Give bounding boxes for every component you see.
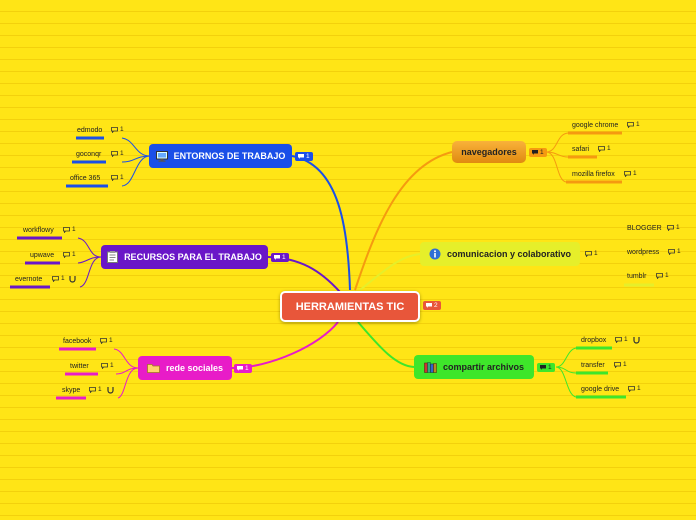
link-icon[interactable]	[633, 336, 640, 344]
leaf-goconqr[interactable]: goconqr	[76, 151, 102, 158]
evernote-comment-badge[interactable]: 1	[52, 275, 65, 282]
central-topic[interactable]: HERRAMIENTAS TIC	[280, 291, 420, 322]
dropbox-comment-badge[interactable]: 1	[615, 336, 628, 343]
leaf-google-drive[interactable]: google drive	[581, 386, 620, 393]
comment-icon	[426, 303, 432, 308]
recursos-comment-badge[interactable]: 1	[271, 253, 289, 262]
blogger-comment-badge[interactable]: 1	[667, 224, 680, 231]
comment-icon	[89, 386, 96, 393]
twitter-comment-badge[interactable]: 1	[101, 362, 114, 369]
leaf-blogger[interactable]: BLOGGER	[627, 225, 662, 232]
workflowy-comment-badge[interactable]: 1	[63, 226, 76, 233]
comment-icon	[63, 226, 70, 233]
comment-icon	[598, 145, 605, 152]
leaf-facebook[interactable]: facebook	[63, 338, 92, 345]
comunicacion-comment-badge[interactable]: 1	[585, 250, 598, 257]
comment-icon	[624, 170, 631, 177]
navegadores-comment-badge[interactable]: 1	[529, 148, 547, 157]
link-icon[interactable]	[107, 386, 114, 394]
comment-icon	[667, 224, 674, 231]
skype-comment-badge[interactable]: 1	[89, 386, 102, 393]
wordpress-comment-badge[interactable]: 1	[668, 248, 681, 255]
comment-icon	[111, 174, 118, 181]
compartir-comment-badge[interactable]: 1	[537, 363, 555, 372]
comment-icon	[540, 365, 546, 370]
branch-compartir-archivos[interactable]: compartir archivos	[414, 355, 534, 379]
leaf-dropbox[interactable]: dropbox	[581, 337, 607, 344]
leaf-edmodo[interactable]: edmodo	[77, 127, 103, 134]
branch-comunicacion-y-colaborativo[interactable]: comunicacion y colaborativo	[420, 242, 580, 266]
branch-recursos-para-el-trabajo[interactable]: RECURSOS PARA EL TRABAJO	[101, 245, 268, 269]
facebook-comment-badge[interactable]: 1	[100, 337, 113, 344]
folder-icon	[147, 363, 160, 373]
safari-comment-badge[interactable]: 1	[598, 145, 611, 152]
comment-icon	[628, 385, 635, 392]
leaf-tumblr[interactable]: tumblr	[627, 273, 647, 280]
leaf-office-365[interactable]: office 365	[70, 175, 101, 182]
books-icon	[424, 361, 437, 373]
goconqr-comment-badge[interactable]: 1	[111, 150, 124, 157]
leaf-evernote[interactable]: evernote	[15, 276, 43, 283]
leaf-wordpress[interactable]: wordpress	[627, 249, 660, 256]
leaf-upwave[interactable]: upwave	[30, 252, 55, 259]
comment-icon	[100, 337, 107, 344]
leaf-safari[interactable]: safari	[572, 146, 590, 153]
leaf-twitter[interactable]: twitter	[70, 363, 89, 370]
upwave-comment-badge[interactable]: 1	[63, 251, 76, 258]
comment-icon	[627, 121, 634, 128]
tumblr-comment-badge[interactable]: 1	[656, 272, 669, 279]
comment-icon	[237, 366, 243, 371]
comment-icon	[63, 251, 70, 258]
office-365-comment-badge[interactable]: 1	[111, 174, 124, 181]
comment-icon	[668, 248, 675, 255]
comment-icon	[52, 275, 59, 282]
mozilla-firefox-comment-badge[interactable]: 1	[624, 170, 637, 177]
comment-icon	[585, 250, 592, 257]
leaf-workflowy[interactable]: workflowy	[23, 227, 54, 234]
leaf-mozilla-firefox[interactable]: mozilla firefox	[572, 171, 615, 178]
link-icon[interactable]	[69, 275, 76, 283]
info-icon	[429, 248, 441, 260]
branch-entornos-de-trabajo[interactable]: ENTORNOS DE TRABAJO	[149, 144, 292, 168]
comment-icon	[111, 126, 118, 133]
comment-icon	[532, 150, 538, 155]
comment-icon	[274, 255, 280, 260]
comment-icon	[656, 272, 663, 279]
notepad-icon	[107, 251, 119, 263]
branch-rede-sociales[interactable]: rede sociales	[138, 356, 232, 380]
leaf-skype[interactable]: skype	[62, 387, 81, 394]
redes-comment-badge[interactable]: 1	[234, 364, 252, 373]
entornos-comment-badge[interactable]: 1	[295, 152, 313, 161]
edmodo-comment-badge[interactable]: 1	[111, 126, 124, 133]
google-chrome-comment-badge[interactable]: 1	[627, 121, 640, 128]
comment-icon	[298, 154, 304, 159]
monitor-icon	[155, 150, 168, 162]
comment-icon	[615, 336, 622, 343]
comment-icon	[614, 361, 621, 368]
google-drive-comment-badge[interactable]: 1	[628, 385, 641, 392]
leaf-transfer[interactable]: transfer	[581, 362, 605, 369]
comment-icon	[111, 150, 118, 157]
transfer-comment-badge[interactable]: 1	[614, 361, 627, 368]
central-topic-label: HERRAMIENTAS TIC	[295, 300, 405, 313]
central-comment-badge[interactable]: 2	[423, 301, 441, 310]
leaf-google-chrome[interactable]: google chrome	[572, 122, 619, 129]
branch-navegadores[interactable]: navegadores	[452, 141, 526, 163]
comment-icon	[101, 362, 108, 369]
